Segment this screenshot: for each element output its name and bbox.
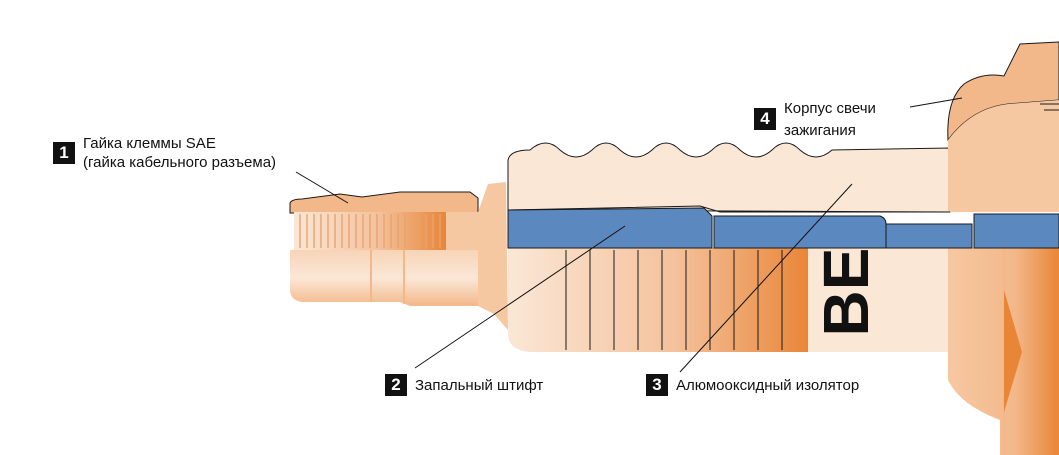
shell-upper (948, 100, 1059, 212)
firing-pin-seg-2 (713, 215, 887, 249)
brand-mark: BE (810, 248, 882, 337)
leader-line-2 (414, 225, 626, 369)
callout-label-line: (гайка кабельного разъема) (83, 154, 277, 171)
callout-number-badge: 1 (53, 142, 75, 164)
terminal-nut-body (290, 250, 478, 306)
insulator-upper (507, 142, 951, 213)
callout-label: Гайка клеммы SAE (гайка кабельного разъе… (83, 134, 276, 172)
firing-pin-seg-1 (507, 207, 713, 249)
insulator-lower (508, 248, 810, 352)
callout-number-badge: 2 (385, 374, 407, 396)
callout-plug-body: 4 Корпус свечи зажигания (754, 98, 876, 142)
insulator-collar (478, 182, 508, 330)
terminal-nut-cap (289, 191, 479, 214)
terminal-nut-knurl-lines (299, 214, 441, 248)
firing-pin (507, 207, 1059, 249)
callout-firing-pin: 2 Запальный штифт (385, 374, 543, 396)
inner-seam (507, 205, 950, 213)
terminal-nut-taper (446, 212, 478, 250)
callout-label: Алюмооксидный изолятор (676, 376, 859, 395)
callout-label: Запальный штифт (415, 376, 543, 395)
callout-terminal-nut: 1 Гайка клеммы SAE (гайка кабельного раз… (53, 134, 276, 172)
callout-label-line: Корпус свечи (784, 100, 876, 117)
firing-pin-seg-4 (973, 213, 1059, 249)
brand-mark-text: BE (810, 248, 882, 337)
insulator-ribs (565, 250, 783, 350)
callout-number-badge: 4 (754, 108, 776, 130)
spark-plug-body (947, 41, 1059, 455)
callout-label-line: Гайка клеммы SAE (83, 135, 216, 152)
callout-label: Корпус свечи зажигания (784, 98, 876, 142)
leader-line-1 (295, 171, 349, 204)
terminal-nut (289, 191, 479, 306)
callout-insulator: 3 Алюмооксидный изолятор (646, 374, 859, 396)
leader-line-4 (909, 97, 963, 108)
callout-number-badge: 3 (646, 374, 668, 396)
firing-pin-seg-3 (885, 223, 973, 249)
callout-label-line: Запальный штифт (415, 377, 544, 394)
shell-hex-facet (1004, 290, 1022, 412)
callout-label-line: зажигания (784, 122, 856, 139)
callout-label-line: Алюмооксидный изолятор (676, 377, 860, 394)
leader-line-3 (679, 183, 853, 373)
insulator-label-band (808, 248, 950, 352)
